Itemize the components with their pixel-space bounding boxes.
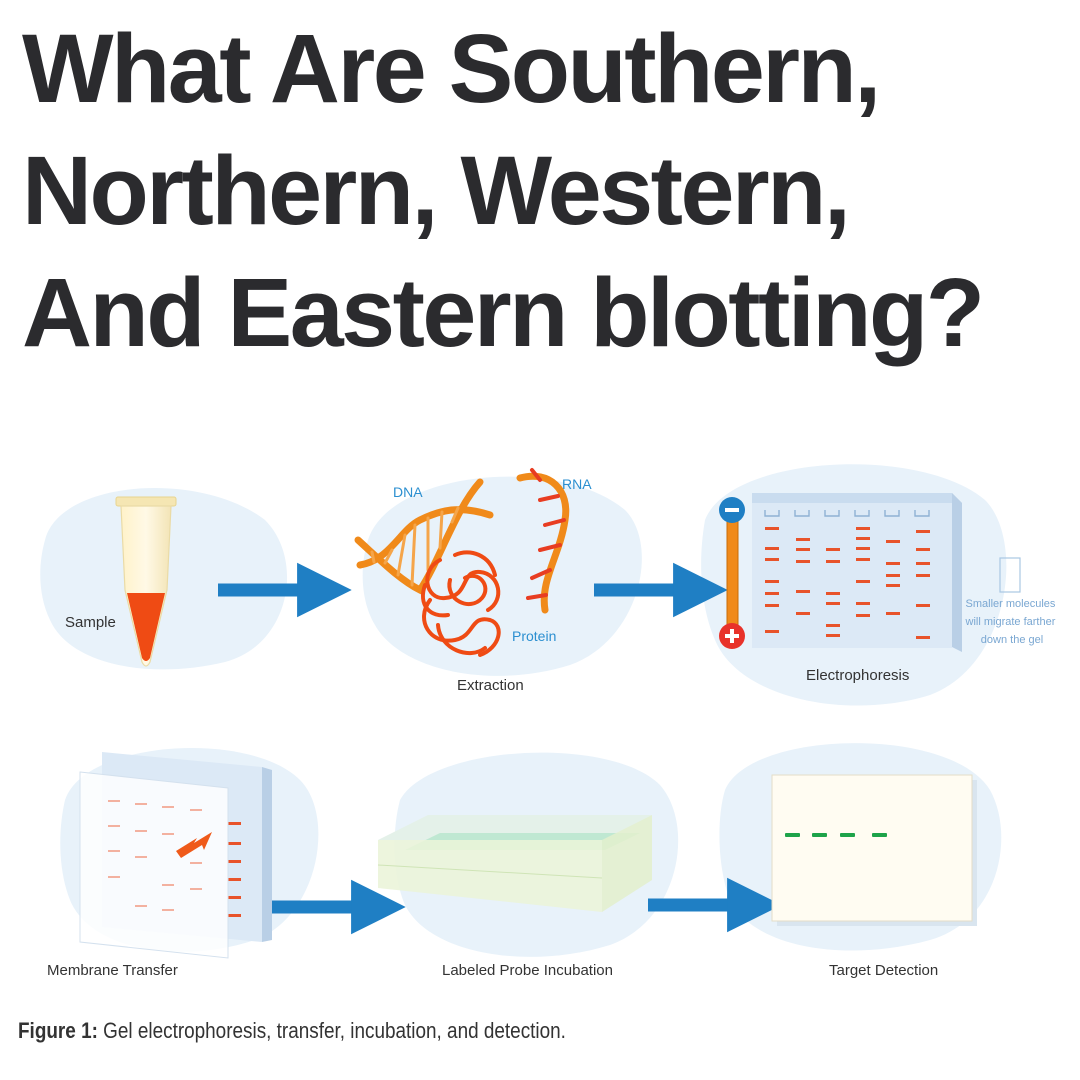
figure-caption-prefix: Figure 1: [18,1018,98,1043]
rna-label: RNA [562,476,592,492]
dna-label: DNA [393,484,423,500]
headline: What Are Southern, Northern, Western, An… [22,8,1072,374]
electrophoresis-note-line-1: Smaller molecules [966,598,1056,610]
electrophoresis-note: Smaller molecules will migrate farther d… [965,598,1059,646]
protein-coil-icon [421,550,501,657]
step-label-sample: Sample [65,614,116,631]
headline-line-2: Northern, Western, [22,136,851,245]
rna-strand-icon [516,468,570,614]
incubation-tray-icon [377,815,652,912]
electrode-bar-icon [719,497,745,649]
headline-line-3: And Eastern blotting? [22,258,985,367]
transfer-arrow-icon [176,832,212,858]
step-label-membrane-transfer: Membrane Transfer [47,962,178,979]
step-label-extraction: Extraction [457,677,524,694]
headline-line-1: What Are Southern, [22,14,881,123]
figure-caption: Figure 1: Gel electrophoresis, transfer,… [18,1018,566,1044]
flow-arrows [218,562,782,935]
protein-label: Protein [512,628,556,644]
blotting-diagram: Sample DNA RNA [40,464,1059,979]
electrophoresis-note-line-2: will migrate farther [965,616,1056,628]
step-label-labeled-probe-incubation: Labeled Probe Incubation [442,962,613,979]
membrane-transfer-icon [79,752,272,959]
step-label-electrophoresis: Electrophoresis [806,667,909,684]
step-label-target-detection: Target Detection [829,962,938,979]
gel-bands [765,527,930,639]
detection-membrane-icon [771,774,977,926]
detected-bands [785,833,887,837]
gel-slab [752,493,962,652]
dna-helix-icon [354,478,494,595]
note-marker [999,557,1021,593]
figure-caption-text: Gel electrophoresis, transfer, incubatio… [97,1018,566,1043]
electrophoresis-note-line-3: down the gel [981,634,1043,646]
sample-tube-icon [115,496,177,667]
